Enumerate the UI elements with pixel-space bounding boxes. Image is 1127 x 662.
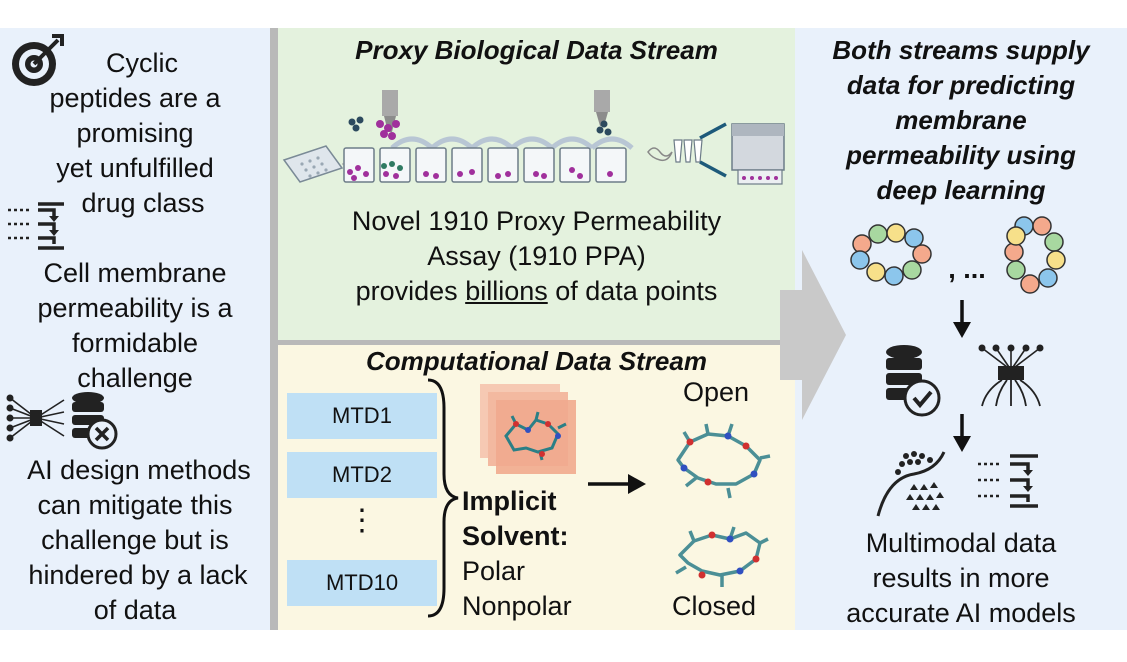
proxy-line3: provides billions of data points — [278, 274, 795, 309]
computational-stream-title: Computational Data Stream — [366, 346, 707, 376]
mtd-box-10: MTD10 — [287, 560, 437, 606]
point2-line4: challenge — [77, 363, 193, 393]
horizontal-divider — [278, 340, 795, 345]
proxy-stream-panel — [278, 28, 795, 340]
point1-line5: drug class — [81, 188, 205, 218]
vertical-divider — [270, 28, 278, 630]
point3-line5: of data — [93, 595, 177, 625]
database-check-icon — [886, 345, 941, 417]
closed-label: Closed — [671, 591, 757, 621]
tube-rack-icon — [673, 139, 703, 163]
point1-line2: peptides are a — [49, 83, 221, 113]
instrument-icon — [731, 123, 785, 185]
open-label: Open — [682, 377, 750, 407]
right-title-line5: deep learning — [876, 175, 1046, 205]
point3-line4: hindered by a lack — [28, 560, 248, 590]
neural-network-icon — [6, 394, 65, 442]
point3-line3: challenge but is — [41, 525, 229, 555]
right-bottom-line3: accurate AI models — [846, 598, 1076, 628]
permeability-icon — [978, 454, 1038, 508]
target-icon — [12, 34, 64, 86]
proxy-line3-underlined: billions — [465, 276, 548, 306]
proxy-line3-pre: provides — [355, 276, 466, 306]
cyclic-peptide-ring-1 — [850, 223, 932, 286]
peptide-conformer-stack — [480, 384, 576, 474]
database-error-icon — [72, 392, 118, 450]
point2-line2: permeability is a — [37, 293, 233, 323]
solvent-line4: Nonpolar — [462, 591, 572, 621]
open-conformer — [676, 423, 771, 499]
well-plate-icon — [282, 145, 344, 183]
curly-brace — [427, 378, 459, 618]
proxy-line3-post: of data points — [547, 276, 718, 306]
flow-arrow — [780, 250, 846, 420]
solvent-line1: Implicit — [462, 486, 557, 516]
permeability-icon — [8, 202, 64, 250]
assay-illustration — [282, 90, 785, 185]
result-arrow — [588, 474, 646, 494]
point3-line2: can mitigate this — [37, 490, 233, 520]
peptide-ellipsis: , ... — [948, 254, 986, 284]
proxy-line1: Novel 1910 Proxy Permeability — [351, 206, 722, 236]
proxy-line2: Assay (1910 PPA) — [427, 241, 646, 271]
closed-conformer — [675, 526, 769, 587]
right-title-line1: Both streams supply — [832, 35, 1090, 65]
neural-network-icon — [978, 344, 1044, 407]
solvent-line3: Polar — [462, 556, 526, 586]
left-panel — [0, 28, 270, 630]
right-bottom-line1: Multimodal data — [865, 528, 1057, 558]
proxy-stream-title: Proxy Biological Data Stream — [355, 35, 718, 65]
cyclic-peptide-ring-2 — [1004, 216, 1066, 294]
point1-line3: promising — [76, 118, 194, 148]
mtd-ellipsis: ⋮ — [347, 504, 377, 537]
point3-line1: AI design methods — [27, 455, 251, 485]
point2-line1: Cell membrane — [43, 258, 227, 288]
solvent-line2: Solvent: — [462, 521, 569, 551]
pipette-icon — [594, 90, 610, 126]
right-title-line2: data for predicting — [846, 70, 1076, 100]
mtd-box-1: MTD1 — [287, 393, 437, 439]
mtd-box-2: MTD2 — [287, 452, 437, 498]
right-title-line4: permeability using — [846, 140, 1076, 170]
right-bottom-line2: results in more — [872, 563, 1050, 593]
point1-line4: yet unfulfilled — [56, 153, 214, 183]
classification-icon — [876, 451, 946, 517]
point1-line1: Cyclic — [106, 48, 178, 78]
down-arrow-2 — [953, 414, 971, 452]
right-title-line3: membrane — [895, 105, 1027, 135]
down-arrow-1 — [953, 300, 971, 338]
point2-line3: formidable — [71, 328, 199, 358]
